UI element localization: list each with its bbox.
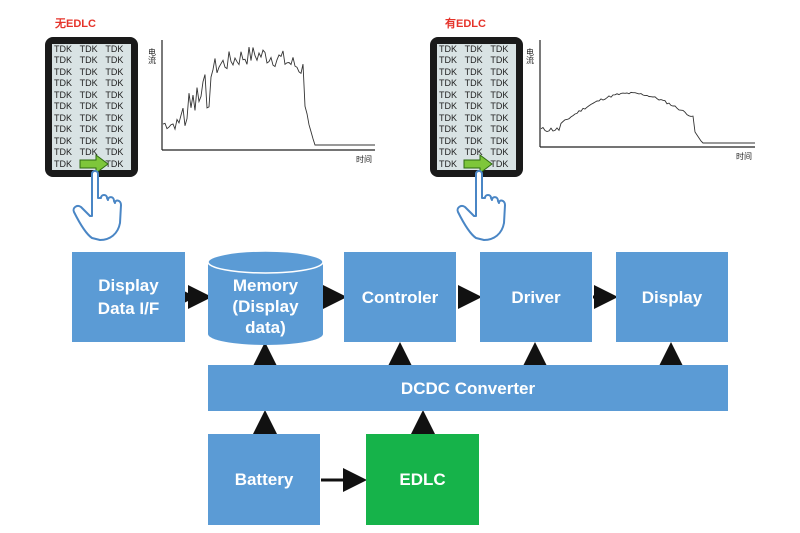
memory-block-label: Memory (Display data)	[232, 275, 299, 337]
edlc-block: EDLC	[366, 434, 479, 525]
chart-axes-with-edlc	[539, 40, 755, 148]
swipe-arrow-icon	[463, 154, 493, 174]
driver-block: Driver	[480, 252, 592, 342]
current-waveform-no-edlc	[162, 47, 375, 146]
dcdc-converter-block: DCDC Converter	[208, 365, 728, 411]
controller-block: Controler	[344, 252, 456, 342]
hand-pointer-icon	[456, 170, 506, 241]
panel-label-with-edlc: 有EDLC	[445, 18, 486, 30]
display-data-if-block: Display Data I/F	[72, 252, 185, 342]
chart-axes-no-edlc	[161, 40, 375, 151]
y-axis-label: 电流	[148, 47, 157, 65]
battery-block: Battery	[208, 434, 320, 525]
memory-cylinder-shape	[207, 250, 324, 345]
panel-label-no-edlc: 无EDLC	[55, 18, 96, 30]
hand-pointer-icon	[72, 170, 122, 241]
display-block: Display	[616, 252, 728, 342]
y-axis-label: 电流	[526, 47, 535, 65]
x-axis-label: 时间	[356, 154, 372, 164]
x-axis-label: 时间	[736, 151, 752, 161]
current-waveform-with-edlc	[540, 91, 755, 144]
swipe-arrow-icon	[79, 154, 109, 174]
